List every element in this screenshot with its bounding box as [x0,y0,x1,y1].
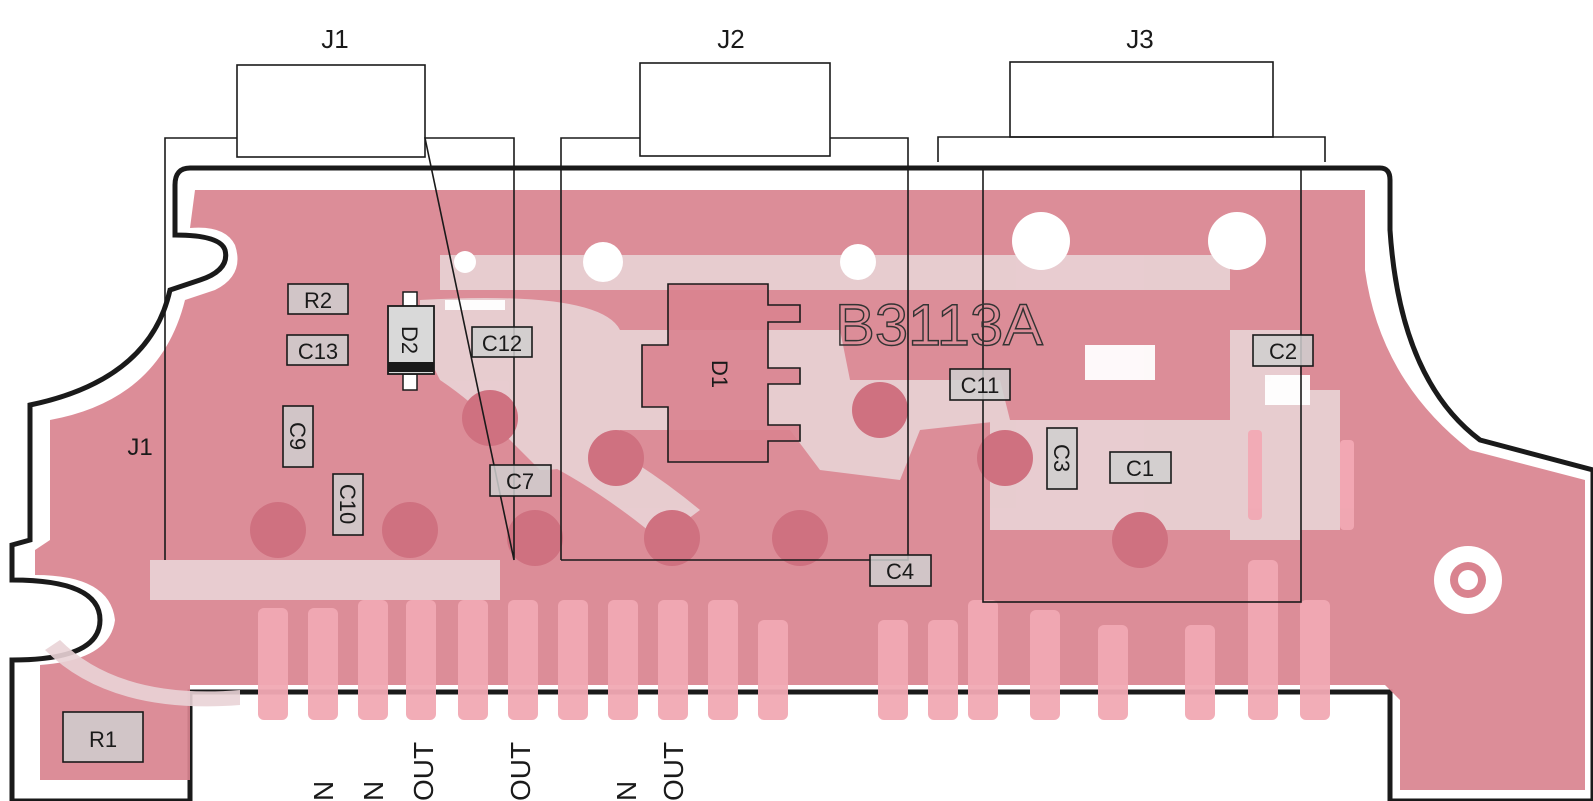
pin-label: OUT [658,742,689,801]
c1-label: C1 [1126,456,1154,481]
pin-label: N [611,781,642,801]
c9-label: C9 [285,422,310,450]
c4-part [869,554,932,587]
pin-label: OUT [408,742,439,801]
r2-part [287,283,349,315]
c1-part [1109,451,1172,484]
c7-label: C7 [506,469,534,494]
d2-label: D2 [397,326,422,354]
c2-label: C2 [1269,339,1297,364]
bottom-pin-labels: N N OUT OUT N OUT [308,742,689,801]
mounting-hole [1434,546,1502,614]
r1-part [62,711,144,763]
c9-part [282,405,314,468]
jack-label-j2: J2 [717,24,744,54]
pin-label: OUT [505,742,536,801]
side-label-j1: J1 [127,434,152,461]
d1-outline [641,283,801,463]
c12-part [471,326,533,358]
r1-label: R1 [89,727,117,752]
c2-part [1252,334,1314,367]
through-holes [454,212,1266,282]
c12-label: C12 [482,331,522,356]
edge-connector-pads [258,430,1354,720]
jack-outlines [164,61,1326,603]
c10-label: C10 [335,484,360,524]
c11-part [949,368,1011,401]
d2-diode [387,291,435,391]
c4-label: C4 [886,559,914,584]
jack-label-j1: J1 [321,24,348,54]
c11-label: C11 [961,373,1000,398]
c10-part [332,473,364,536]
pin-label: N [308,781,339,801]
c3-part [1046,427,1078,490]
c3-label: C3 [1049,444,1074,472]
d1-label: D1 [707,360,732,388]
c13-part [286,334,349,366]
round-pads [250,382,1168,568]
r2-label: R2 [304,288,332,313]
pin-label: N [358,781,389,801]
c7-part [489,464,552,497]
jack-label-j3: J3 [1126,24,1153,54]
c13-label: C13 [298,339,338,364]
board-id-label: B3113A [835,293,1043,358]
